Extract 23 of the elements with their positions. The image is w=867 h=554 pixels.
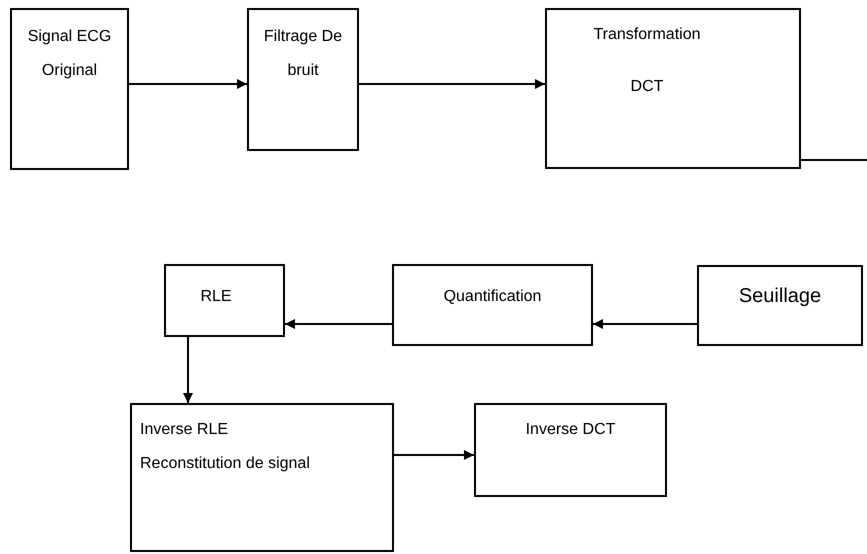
- arrow: [394, 450, 474, 460]
- box-label: Seuillage: [738, 284, 822, 309]
- arrow: [359, 79, 545, 89]
- process-box: [392, 264, 593, 346]
- box-label: Inverse RLE Reconstitution de signal: [140, 420, 311, 474]
- box-label: Transformation: [592, 25, 702, 45]
- process-box: [474, 403, 667, 497]
- box-label: RLE: [199, 287, 233, 307]
- arrow: [593, 319, 697, 329]
- arrow: [183, 337, 193, 403]
- process-box: [130, 403, 394, 552]
- box-label: Filtrage De bruit: [262, 27, 344, 81]
- box-label: Inverse DCT: [524, 420, 616, 440]
- process-box: [247, 8, 359, 151]
- box-label: DCT: [630, 77, 664, 97]
- process-box: [697, 265, 863, 346]
- process-box: [164, 264, 285, 337]
- process-box: [10, 8, 129, 170]
- process-box: [545, 8, 801, 169]
- arrow: [129, 79, 247, 89]
- box-label: Signal ECG Original: [26, 27, 112, 81]
- arrow: [285, 319, 392, 329]
- box-label: Quantification: [442, 287, 542, 307]
